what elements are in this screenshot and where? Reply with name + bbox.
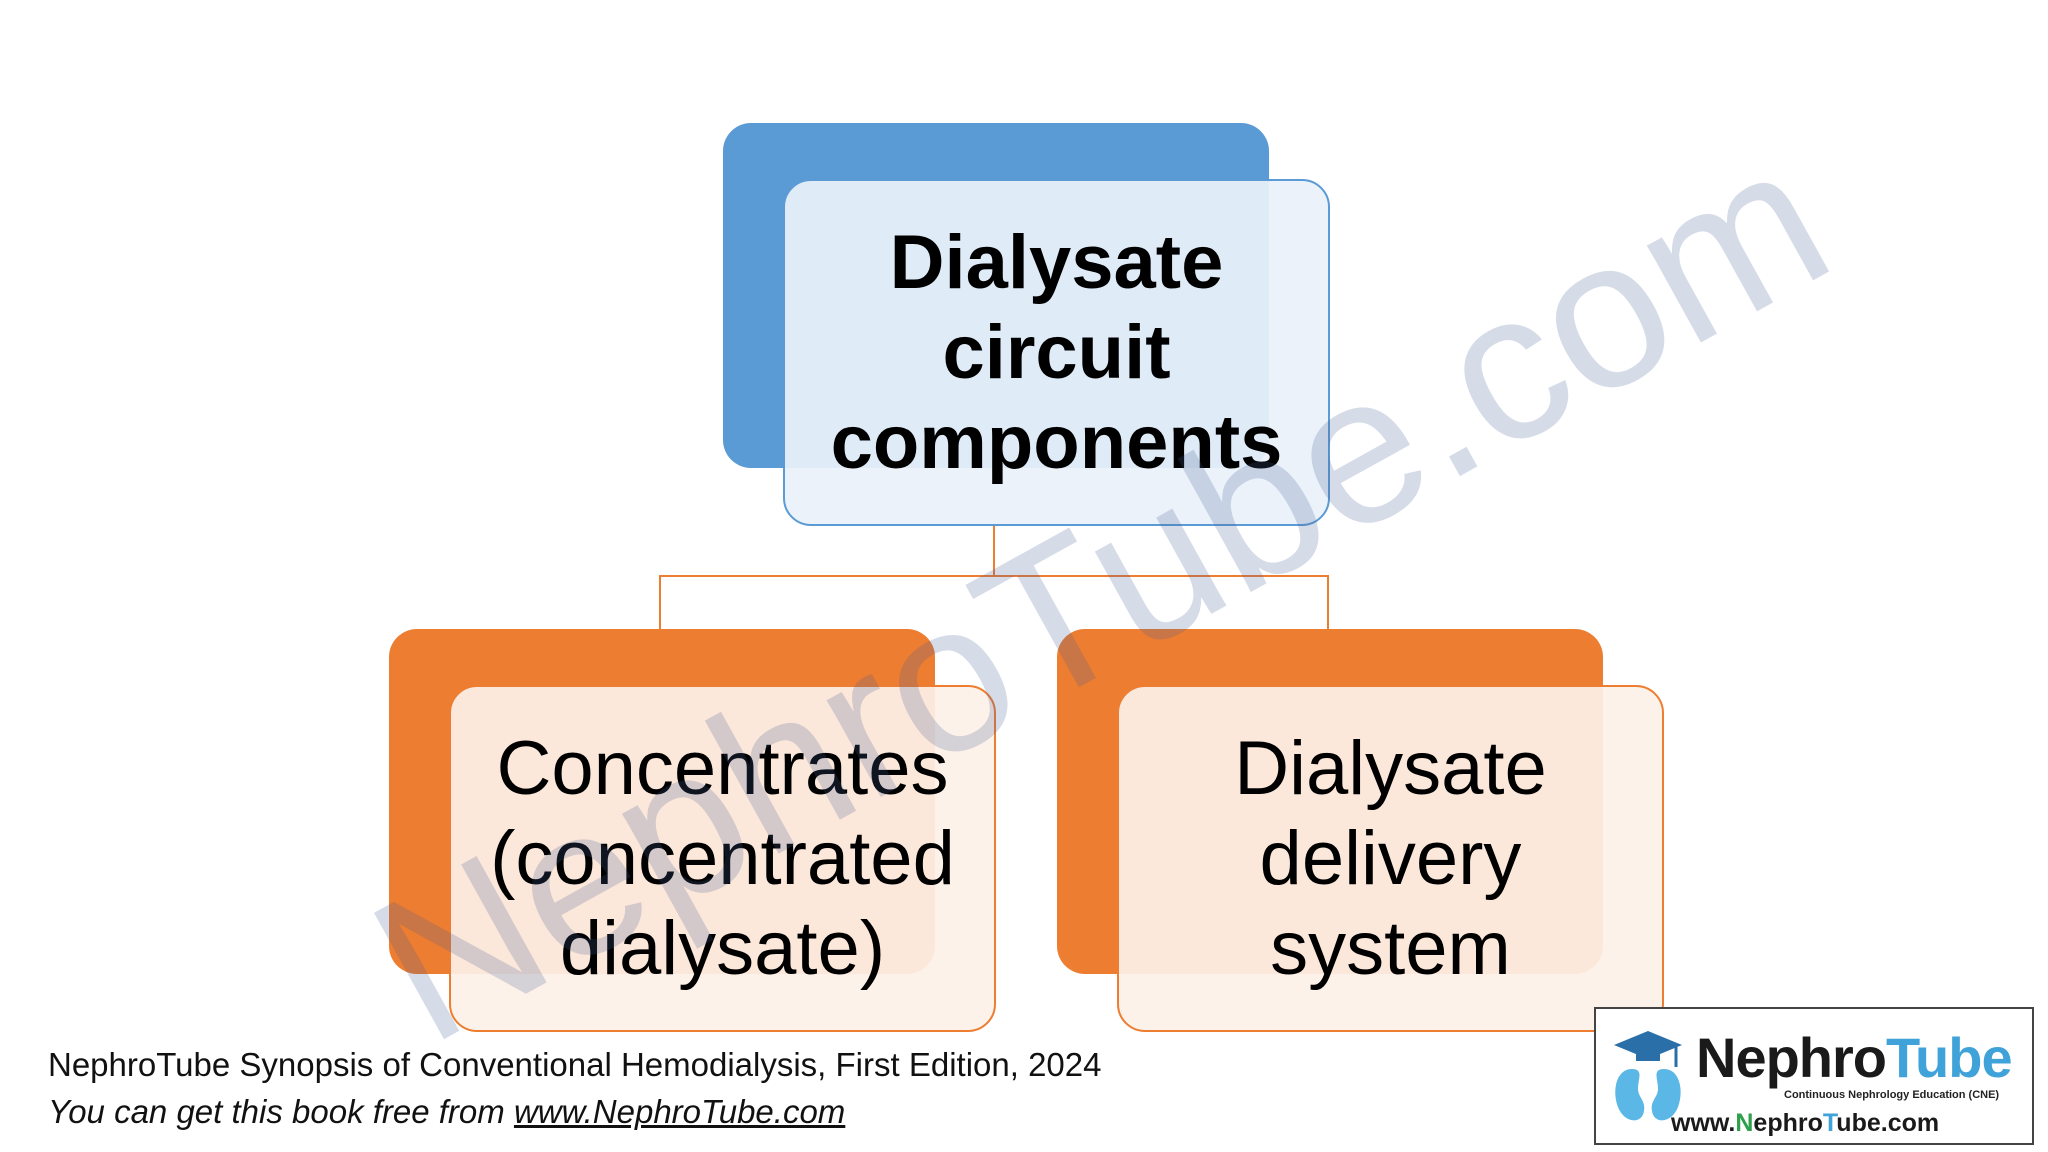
logo-wordmark-nephro: Nephro <box>1696 1026 1887 1089</box>
logo-wordmark: NephroTube <box>1696 1025 2013 1090</box>
node-text-line: Concentrates <box>496 725 949 811</box>
logo-url-part: ephro <box>1753 1109 1823 1137</box>
connector-line <box>994 575 1329 629</box>
kidney-graduation-cap-icon <box>1614 1031 1682 1121</box>
logo-url-part: www. <box>1671 1109 1736 1137</box>
footer-availability: You can get this book free from www.Neph… <box>48 1093 845 1131</box>
node-dialysate-delivery-system: Dialysate delivery system <box>1117 685 1664 1032</box>
node-text-line: Dialysate <box>1234 725 1547 811</box>
footer-citation: NephroTube Synopsis of Conventional Hemo… <box>48 1046 1102 1083</box>
logo-url-part: N <box>1735 1109 1754 1137</box>
node-dialysate-circuit-components: Dialysate circuit components <box>783 179 1330 526</box>
footer-availability-text: You can get this book free from <box>48 1093 514 1130</box>
logo-url: www.NephroTube.com <box>1671 1109 1939 1138</box>
logo-url-part: T <box>1822 1109 1837 1137</box>
logo-url-part: ube.com <box>1836 1109 1940 1137</box>
node-text-line: circuit <box>942 309 1171 395</box>
node-concentrates: Concentrates (concentrated dialysate) <box>449 685 996 1032</box>
node-text-line: dialysate) <box>559 905 886 991</box>
nephrotube-link[interactable]: www.NephroTube.com <box>513 1093 846 1130</box>
node-text-line: system <box>1270 905 1511 991</box>
node-text-line: components <box>830 399 1283 485</box>
node-text-line: Dialysate <box>889 219 1224 305</box>
logo-tagline: Continuous Nephrology Education (CNE) <box>1784 1089 2000 1101</box>
node-text-line: (concentrated <box>490 815 955 901</box>
nephrotube-logo[interactable]: NephroTube Continuous Nephrology Educati… <box>1594 1007 2034 1145</box>
connector-line <box>659 526 995 629</box>
logo-wordmark-tube: Tube <box>1886 1026 2013 1089</box>
node-text-line: delivery <box>1259 815 1522 901</box>
